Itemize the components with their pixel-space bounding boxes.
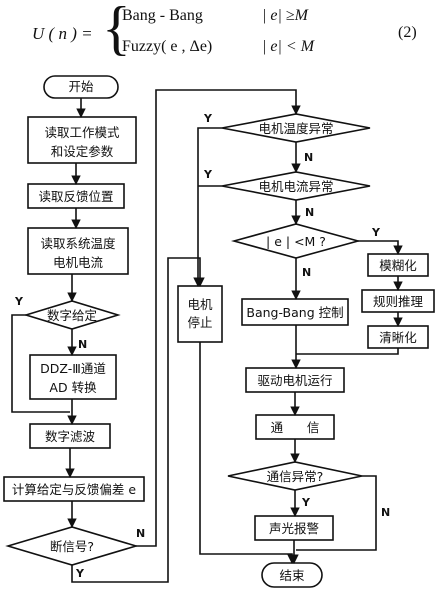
equation-number: (2) bbox=[398, 24, 417, 41]
no-label-break-signal: N bbox=[136, 527, 145, 540]
yes-label-motor-current: Y bbox=[203, 168, 213, 181]
digital-given-decision bbox=[23, 300, 121, 330]
rule-infer-label: 规则推理 bbox=[373, 294, 424, 309]
read-mode-box bbox=[27, 116, 137, 164]
read-mode-label-2: 和设定参数 bbox=[51, 144, 114, 159]
start-label: 开始 bbox=[68, 79, 94, 94]
bang-bang-label: Bang-Bang 控制 bbox=[246, 305, 343, 320]
motor-stop-label-2: 停止 bbox=[187, 315, 212, 330]
yes-label-motor-temp: Y bbox=[203, 112, 213, 125]
yes-label-error-check: Y bbox=[371, 226, 381, 239]
comm-abnormal-label: 通信异常? bbox=[267, 469, 324, 484]
calc-error-label: 计算给定与反馈偏差 e bbox=[12, 482, 136, 497]
yes-label-digital-given: Y bbox=[14, 295, 24, 308]
read-mode-label-1: 读取工作模式 bbox=[44, 125, 120, 140]
read-system-label-2: 电机电流 bbox=[53, 255, 104, 270]
alarm-label: 声光报警 bbox=[269, 521, 319, 536]
end-label: 结束 bbox=[279, 568, 305, 583]
read-system-box bbox=[27, 227, 129, 275]
equation-case1-cond: | e| ≥M bbox=[262, 7, 309, 24]
equation-case2-expr: Fuzzy( e , Δe) bbox=[122, 38, 213, 55]
motor-temp-decision bbox=[221, 113, 371, 143]
motor-current-decision bbox=[221, 171, 371, 201]
equation-brace: { bbox=[102, 0, 131, 61]
break-signal-label: 断信号? bbox=[50, 539, 94, 554]
motor-current-label: 电机电流异常 bbox=[258, 179, 333, 194]
no-label-motor-current: N bbox=[305, 206, 314, 219]
no-label-comm-abnormal: N bbox=[381, 506, 390, 519]
equation-case2-cond: | e| < M bbox=[262, 38, 315, 55]
no-label-digital-given: N bbox=[78, 338, 87, 351]
equation: U ( n ) = { Bang - Bang | e| ≥M Fuzzy( e… bbox=[0, 0, 445, 70]
error-check-label: | e | <M ? bbox=[266, 234, 326, 249]
calc-error-box bbox=[3, 476, 145, 502]
fuzzify-label: 模糊化 bbox=[379, 258, 417, 273]
yes-label-break-signal: Y bbox=[75, 567, 85, 580]
equation-lhs: U ( n ) = bbox=[32, 24, 93, 43]
equation-case1-expr: Bang - Bang bbox=[122, 7, 203, 24]
drive-motor-label: 驱动电机运行 bbox=[257, 373, 332, 388]
motor-temp-label: 电机温度异常 bbox=[258, 121, 333, 136]
comm-label: 通 信 bbox=[271, 420, 320, 435]
digital-filter-box bbox=[29, 423, 111, 449]
defuzzify-label: 清晰化 bbox=[379, 330, 417, 345]
motor-stop-label-1: 电机 bbox=[187, 297, 213, 312]
no-label-motor-temp: N bbox=[304, 151, 313, 164]
digital-given-label: 数字给定 bbox=[47, 308, 97, 323]
motor-stop-box bbox=[177, 285, 223, 343]
yes-label-comm-abnormal: Y bbox=[301, 496, 311, 509]
digital-filter-label: 数字滤波 bbox=[45, 429, 96, 444]
connector-lines bbox=[11, 89, 403, 583]
ddz-label-2: AD 转换 bbox=[49, 380, 97, 395]
read-feedback-label: 读取反馈位置 bbox=[38, 189, 113, 204]
no-label-error-check: N bbox=[302, 266, 311, 279]
read-system-label-1: 读取系统温度 bbox=[40, 236, 116, 251]
ddz-label-1: DDZ-Ⅲ通道 bbox=[40, 361, 106, 376]
ddz-box bbox=[29, 354, 117, 400]
